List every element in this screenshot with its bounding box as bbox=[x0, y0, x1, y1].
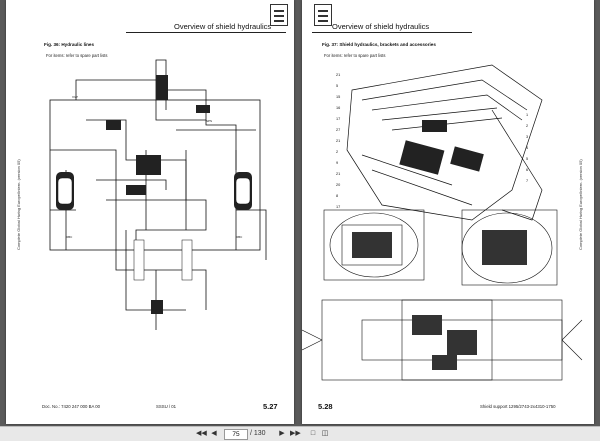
svg-text:VVP: VVP bbox=[72, 95, 78, 99]
left-page: Overview of shield hydraulics Fig. 36: H… bbox=[6, 0, 294, 424]
page-total: / 130 bbox=[250, 430, 266, 437]
figure-caption: Fig. 36: Hydraulic lines bbox=[44, 42, 95, 47]
callout-label: 8 bbox=[336, 194, 339, 198]
svg-text:DBC: DBC bbox=[236, 235, 243, 239]
last-page-icon[interactable]: ▶▶ bbox=[290, 430, 301, 437]
callout-label: 17 bbox=[336, 117, 341, 121]
callout-label: 20 bbox=[336, 183, 341, 187]
figure-subcaption: For items: refer to spare part lists bbox=[324, 53, 386, 58]
footer-reference: Shield support 1295/2743-2x4310-1750 bbox=[480, 404, 556, 409]
logo-icon bbox=[314, 4, 332, 26]
callout-label: 2 bbox=[526, 124, 529, 128]
callout-label: 1 bbox=[526, 113, 529, 117]
logo-icon bbox=[270, 4, 288, 26]
single-page-view-icon[interactable]: □ bbox=[310, 430, 316, 437]
next-page-icon[interactable]: ▶ bbox=[279, 430, 285, 437]
footer-doc-number: Doc. No.: 7420 247 000 BA 00 bbox=[42, 404, 101, 409]
callout-label: 2 bbox=[336, 150, 339, 154]
prev-page-icon[interactable]: ◀ bbox=[211, 430, 217, 437]
callouts-right: 1 2 3 4 5 6 7 bbox=[526, 110, 528, 187]
page-number-input[interactable]: 75 bbox=[224, 429, 248, 440]
callouts-left: 21 5 15 16 17 27 21 2 9 21 20 8 17 bbox=[336, 70, 340, 213]
right-page: Overview of shield hydraulics Fig. 37: S… bbox=[302, 0, 594, 424]
callout-label: 16 bbox=[336, 106, 341, 110]
hydraulic-lines-diagram: VVP SPS DBC DBC bbox=[49, 59, 267, 330]
callout-label: 17 bbox=[336, 205, 341, 209]
svg-text:DBC: DBC bbox=[66, 235, 73, 239]
callout-label: 21 bbox=[336, 73, 341, 77]
callout-label: 5 bbox=[526, 157, 529, 161]
two-page-view-icon[interactable]: ◫ bbox=[321, 430, 329, 437]
callout-label: 5 bbox=[336, 84, 339, 88]
page-number: 5.27 bbox=[263, 402, 278, 411]
callout-label: 21 bbox=[336, 139, 341, 143]
page-number: 5.28 bbox=[318, 402, 333, 411]
figure-caption: Fig. 37: Shield hydraulics, brackets and… bbox=[322, 42, 436, 47]
header-rule bbox=[126, 32, 286, 33]
figure-subcaption: For items: refer to spare part lists bbox=[46, 53, 108, 58]
footer-reference: SSSU / 01 bbox=[156, 404, 177, 409]
callout-label: 21 bbox=[336, 172, 341, 176]
page-header-title: Overview of shield hydraulics bbox=[332, 22, 430, 31]
shield-support-drawing bbox=[302, 64, 583, 381]
first-page-icon[interactable]: ◀◀ bbox=[196, 430, 207, 437]
callout-label: 7 bbox=[526, 179, 529, 183]
callout-label: 6 bbox=[526, 168, 529, 172]
svg-text:SPS: SPS bbox=[206, 119, 212, 123]
callout-label: 9 bbox=[336, 161, 339, 165]
callout-label: 27 bbox=[336, 128, 341, 132]
callout-label: 4 bbox=[526, 146, 529, 150]
page-header-title: Overview of shield hydraulics bbox=[174, 22, 272, 31]
callout-label: 3 bbox=[526, 135, 529, 139]
callout-label: 15 bbox=[336, 95, 341, 99]
header-rule bbox=[312, 32, 472, 33]
page-navigation-toolbar: ◀◀ ◀ 75 / 130 ▶ ▶▶ □ ◫ bbox=[0, 426, 600, 441]
